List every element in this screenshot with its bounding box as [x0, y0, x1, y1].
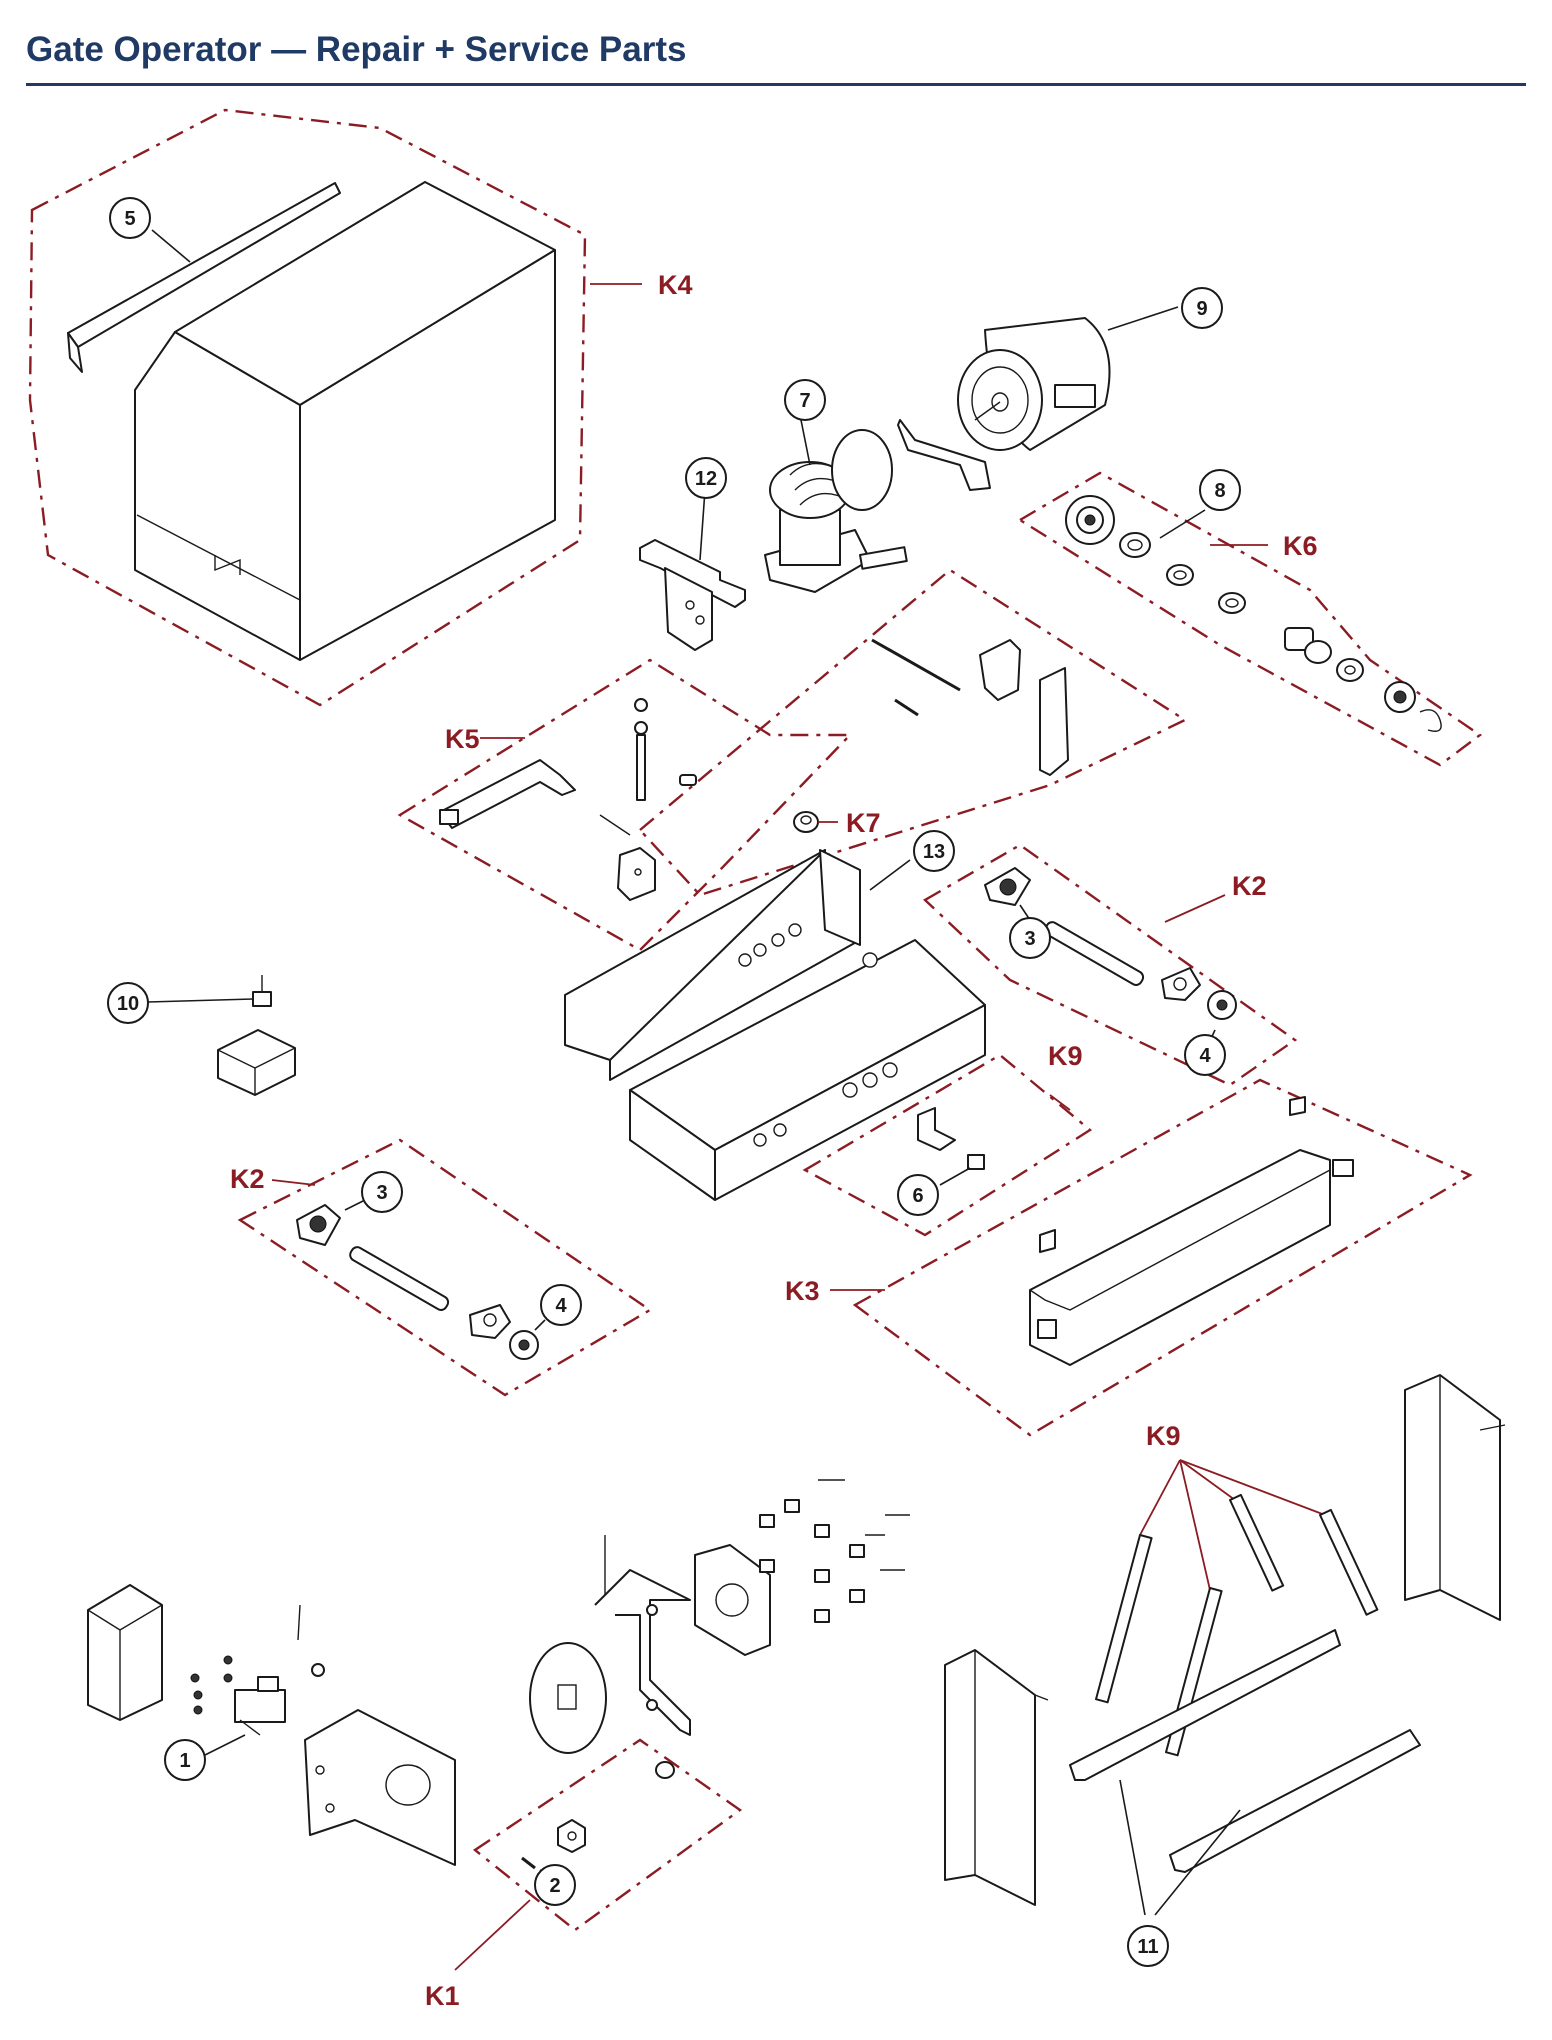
svg-text:8: 8: [1214, 480, 1225, 502]
bubble-7: 7: [784, 379, 826, 421]
page-title: Gate Operator — Repair + Service Parts: [26, 30, 687, 69]
part-disc: [529, 1642, 607, 1754]
part-cover-shell: [134, 181, 556, 661]
kit-label-k4: K4: [658, 270, 693, 300]
part-motor-bracket: [897, 419, 991, 491]
part-bolts-cluster: [759, 1479, 910, 1623]
svg-text:9: 9: [1196, 298, 1207, 320]
k6-sprocket: [1065, 495, 1115, 545]
part-10-box: [217, 1029, 296, 1096]
part-bearing-plate: [694, 1544, 771, 1656]
svg-text:3: 3: [376, 1182, 387, 1204]
svg-text:7: 7: [799, 390, 810, 412]
part-upright-panel-right: [1404, 1374, 1506, 1621]
kit-k9-upper-outline: [802, 1053, 1093, 1237]
part-enclosure-box: [87, 1584, 163, 1721]
bubble-13: 13: [913, 830, 955, 872]
kit-k2-lower-outline: [237, 1138, 653, 1397]
kit-label-k9-upper: K9: [1048, 1041, 1083, 1071]
bubble-9: 9: [1181, 287, 1223, 329]
part-main-frame: [629, 939, 986, 1201]
kit-label-k1: K1: [425, 1981, 460, 2011]
kit-k1-group: [454, 1738, 743, 1971]
k5-bracket: [617, 847, 656, 901]
kit-label-k6: K6: [1283, 531, 1318, 561]
kit-label-k9-lower: K9: [1146, 1421, 1181, 1451]
kit-label-k7: K7: [846, 808, 881, 838]
kit-k2-upper-group: [923, 843, 1298, 1087]
kit-label-k5: K5: [445, 724, 480, 754]
svg-text:11: 11: [1137, 1936, 1158, 1958]
svg-text:3: 3: [1024, 928, 1035, 950]
kit-k1-outline: [472, 1738, 743, 1932]
bubble-2: 2: [534, 1864, 576, 1906]
kit-k5-group: [397, 568, 1188, 952]
kit-label-k2-lower: K2: [230, 1164, 265, 1194]
leader-5: [151, 229, 191, 263]
part-mount-plate: [304, 1709, 456, 1866]
part-upright-panel-left: [944, 1649, 1049, 1906]
part-5-strap: [67, 182, 341, 373]
bubble-6: 6: [897, 1174, 939, 1216]
k5-crank-arm: [439, 759, 576, 829]
kit-k4-group: [28, 108, 642, 707]
bubble-4-lower: 4: [540, 1284, 582, 1326]
svg-text:13: 13: [923, 841, 945, 863]
bubble-10: 10: [107, 982, 149, 1024]
svg-text:12: 12: [695, 468, 717, 490]
kit-label-k3: K3: [785, 1276, 820, 1306]
bubble-4-upper: 4: [1184, 1034, 1226, 1076]
svg-text:4: 4: [555, 1295, 567, 1317]
kit-k5-outline: [397, 658, 853, 952]
bubble-8: 8: [1199, 469, 1241, 511]
kit-k5-outline-b: [638, 568, 1188, 897]
part-screws-left: [190, 1604, 325, 1715]
bubble-1: 1: [164, 1739, 206, 1781]
kit-label-k2-upper: K2: [1232, 871, 1267, 901]
part-12-bracket: [639, 489, 746, 651]
kit-k6-group: [1017, 471, 1483, 767]
part-13-channel: [564, 849, 911, 1081]
bubble-12: 12: [685, 457, 727, 499]
svg-text:5: 5: [124, 208, 135, 230]
bubble-3-lower: 3: [361, 1171, 403, 1213]
part-1-relay: [204, 1676, 286, 1756]
kit-k3-outline: [852, 1078, 1473, 1437]
kit-k2-upper-outline: [923, 843, 1298, 1087]
svg-text:10: 10: [117, 993, 139, 1015]
part-9-motor: [957, 306, 1179, 451]
k3-channel: [1029, 1149, 1331, 1366]
bubble-11: 11: [1127, 1925, 1169, 1967]
svg-text:1: 1: [179, 1750, 190, 1772]
bubble-3-upper: 3: [1009, 917, 1051, 959]
kit-k9-upper-group: [802, 1053, 1093, 1237]
bubble-5: 5: [109, 197, 151, 239]
kit-k3-group: [830, 1078, 1473, 1437]
svg-text:2: 2: [549, 1875, 560, 1897]
svg-text:6: 6: [912, 1185, 923, 1207]
part-11-rails: [1069, 1629, 1421, 1916]
part-7-gearbox: [764, 414, 908, 593]
part-linkage-bracket: [594, 1535, 691, 1736]
part-k7-nut: [793, 811, 838, 833]
title-rule: [26, 83, 1526, 86]
kit-k4-outline: [28, 108, 587, 707]
part-10-switch: [147, 975, 296, 1096]
kit-k9-lower-group: [1095, 1459, 1379, 1757]
kit-k2-lower-group: [237, 1138, 653, 1397]
svg-text:4: 4: [1199, 1045, 1211, 1067]
